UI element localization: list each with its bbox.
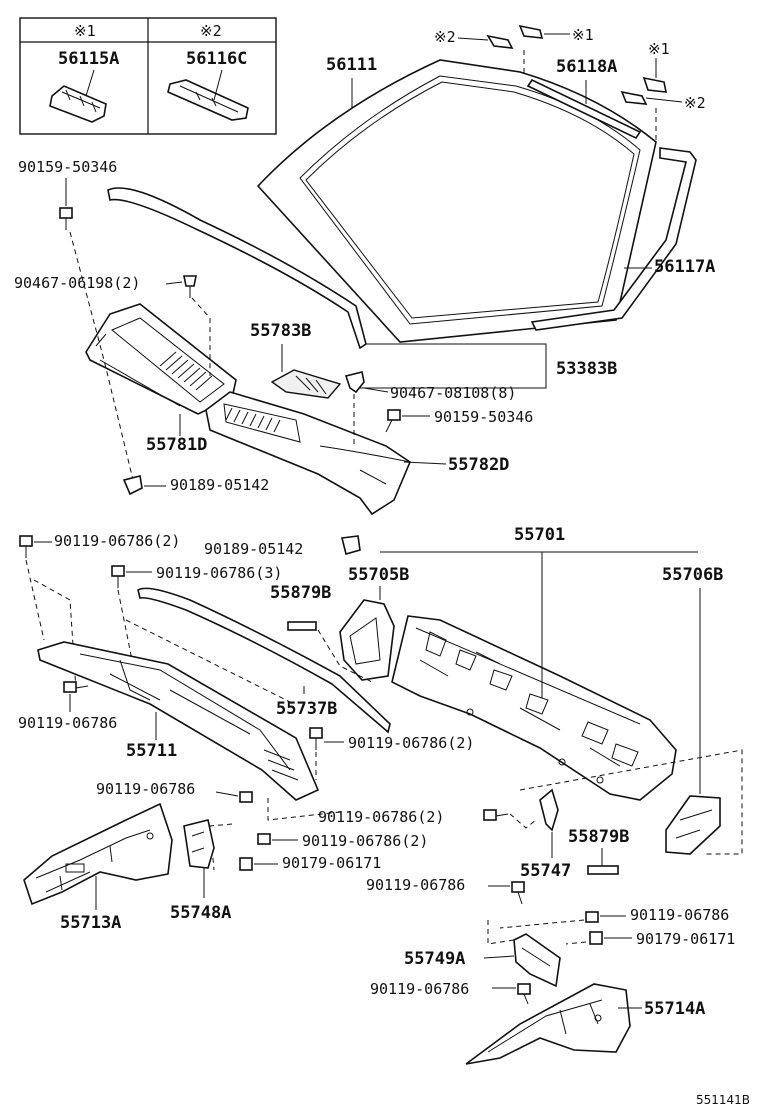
bracket-55749A: 55749A: [404, 933, 561, 988]
mark-1-right: ※1: [648, 40, 670, 58]
label-90467-08108: 90467-08108(8): [390, 384, 516, 402]
label-55706B: 55706B: [662, 565, 723, 585]
pad-55879B-upper: 55879B: [270, 583, 373, 683]
mark-2-top: ※2: [434, 28, 456, 46]
mark-2-right: ※2: [684, 94, 706, 112]
label-90119-06786-d: 90119-06786: [630, 906, 729, 924]
label-90119-06786-2-d: 90119-06786(2): [302, 832, 428, 850]
grommet-icon: [122, 475, 143, 496]
label-90119-06786-b: 90119-06786: [96, 780, 195, 798]
label-56111: 56111: [326, 55, 377, 75]
mark-1-top: ※1: [572, 26, 594, 44]
label-90159-50346-a: 90159-50346: [18, 158, 117, 176]
fastener-group-lower: 90119-06786 90119-06786(2) 90119-06786(2…: [96, 780, 735, 1005]
bolt-icon: [517, 983, 531, 1005]
cowl-louver-55782D: 55782D: [205, 391, 509, 516]
clip-top-middle-icon: [518, 24, 544, 39]
bracket-55747: 55747: [520, 788, 571, 881]
clip-56116C-icon: [167, 69, 249, 121]
bolt-icon: [585, 911, 599, 923]
label-90189-05142-a: 90189-05142: [170, 476, 269, 494]
nut-icon: [589, 931, 603, 945]
pad-55879B-lower: 55879B: [568, 827, 629, 875]
label-56118A: 56118A: [556, 57, 617, 77]
label-90119-06786-a: 90119-06786: [18, 714, 117, 732]
clip-top-left-icon: [486, 34, 514, 49]
label-55713A: 55713A: [60, 913, 121, 933]
windshield-glass-56111: 56111: [256, 55, 657, 343]
label-55879B-a: 55879B: [270, 583, 331, 603]
label-55749A: 55749A: [404, 949, 465, 969]
bolt-icon: [59, 207, 73, 230]
diagram-id: 551141B: [696, 1093, 750, 1107]
pad-55783B: 55783B: [250, 321, 342, 399]
label-90159-50346-b: 90159-50346: [434, 408, 533, 426]
nut-icon: [239, 857, 253, 871]
label-55781D: 55781D: [146, 435, 207, 455]
grommet-icon: [341, 535, 361, 555]
stopper-56118A: 56118A ※2 ※1 ※1 ※2: [434, 24, 706, 144]
seal-53383B: 53383B: [107, 187, 617, 389]
clip-right-lower-icon: [620, 90, 648, 105]
label-56117A: 56117A: [654, 257, 715, 277]
label-55782D: 55782D: [448, 455, 509, 475]
label-55711: 55711: [126, 741, 177, 761]
label-90119-06786-c: 90119-06786: [366, 876, 465, 894]
clip-56115A-icon: [49, 69, 107, 123]
label-90119-06786-2-c: 90119-06786(2): [318, 808, 444, 826]
label-55705B: 55705B: [348, 565, 409, 585]
legend-part-56116C: 56116C: [186, 49, 247, 69]
label-90119-06786-e: 90119-06786: [370, 980, 469, 998]
bolt-icon: [309, 727, 323, 750]
bracket-55706B: 55706B: [519, 565, 743, 855]
bolt-icon: [239, 791, 253, 803]
clip-fastener-icon: [344, 371, 365, 394]
bolt-icon: [511, 881, 525, 905]
fastener-group-middle: 90119-06786(2) 90189-05142 90119-06786(3…: [18, 532, 474, 780]
bolt-icon: [19, 535, 33, 558]
fastener-group-top: 90159-50346 90467-06198(2) 90467-08108(8…: [14, 158, 533, 496]
label-90119-06786-3: 90119-06786(3): [156, 564, 282, 582]
side-panel-55714A: 55714A: [465, 983, 705, 1065]
clip-right-upper-icon: [642, 76, 667, 93]
label-55879B-b: 55879B: [568, 827, 629, 847]
label-55748A: 55748A: [170, 903, 231, 923]
label-55783B: 55783B: [250, 321, 311, 341]
cowl-louver-55781D: 55781D: [85, 303, 237, 455]
label-90189-05142-b: 90189-05142: [204, 540, 303, 558]
cowl-panel-55701: 55701: [380, 525, 698, 801]
bolt-icon: [63, 681, 89, 693]
label-55714A: 55714A: [644, 999, 705, 1019]
legend-box: ※1 ※2 56115A 56116C: [19, 17, 277, 135]
legend-mark-2: ※2: [200, 22, 222, 40]
legend-mark-1: ※1: [74, 22, 96, 40]
bracket-55748A: 55748A: [170, 819, 231, 923]
label-90179-06171-b: 90179-06171: [636, 930, 735, 948]
label-53383B: 53383B: [556, 359, 617, 379]
bolt-icon: [111, 565, 125, 588]
legend-part-56115A: 56115A: [58, 49, 119, 69]
cowl-lower-55711: 55711: [37, 641, 320, 801]
label-55701: 55701: [514, 525, 565, 545]
clip-fastener-icon: [183, 275, 197, 298]
side-panel-55713A: 55713A: [23, 802, 173, 933]
label-90179-06171-a: 90179-06171: [282, 854, 381, 872]
label-55737B: 55737B: [276, 699, 337, 719]
bolt-icon: [483, 809, 509, 821]
label-90119-06786-2-b: 90119-06786(2): [348, 734, 474, 752]
label-90467-06198: 90467-06198(2): [14, 274, 140, 292]
label-55747: 55747: [520, 861, 571, 881]
bracket-55705B: 55705B: [339, 565, 409, 681]
bolt-icon: [385, 409, 401, 433]
label-90119-06786-2-a: 90119-06786(2): [54, 532, 180, 550]
bolt-icon: [257, 833, 271, 845]
seal-55737B: 55737B: [137, 587, 391, 734]
moulding-56117A: 56117A: [530, 147, 715, 331]
